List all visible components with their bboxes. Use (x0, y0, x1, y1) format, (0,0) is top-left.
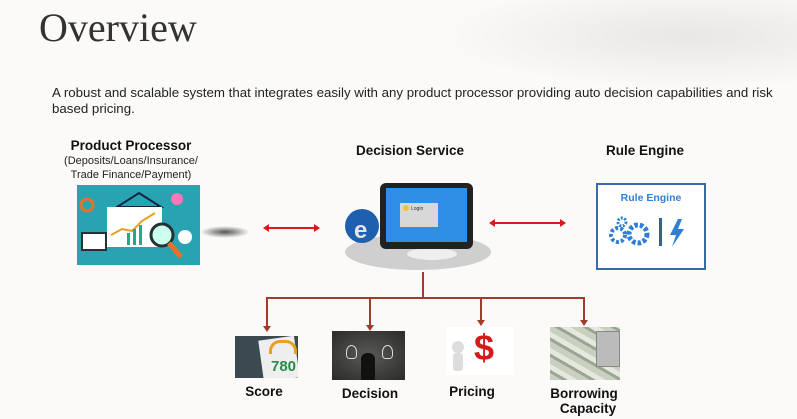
arrowhead-icon (477, 320, 485, 326)
output-label-decision: Decision (341, 386, 399, 401)
lightbulb-icon (346, 345, 357, 359)
arrowhead-icon (560, 219, 566, 227)
rule-engine-box: Rule Engine (596, 183, 706, 270)
person-figure-icon (452, 341, 464, 353)
output-label-score: Score (245, 384, 283, 399)
tree-connector (266, 297, 585, 299)
arrowhead-icon (263, 224, 269, 232)
product-processor-label: Product Processor (70, 138, 192, 153)
rule-engine-box-title: Rule Engine (620, 192, 682, 204)
arrowhead-icon (314, 224, 320, 232)
decision-service-image: Login e (340, 180, 495, 272)
tree-connector (583, 297, 585, 321)
calculator-icon (596, 331, 620, 367)
subtitle: A robust and scalable system that integr… (52, 85, 773, 116)
arrowhead-icon (489, 219, 495, 227)
login-text: Login (411, 206, 423, 212)
tree-connector (422, 272, 424, 298)
product-processor-line2: Trade Finance/Payment) (70, 169, 192, 181)
arrowhead-icon (263, 326, 271, 332)
pricing-image: $ (446, 327, 514, 375)
product-processor-line1: (Deposits/Loans/Insurance/ (64, 155, 198, 167)
score-value: 780 (271, 358, 297, 375)
arrowhead-icon (580, 320, 588, 326)
rule-engine-label: Rule Engine (605, 143, 685, 158)
bidirectional-arrow-left (265, 227, 317, 229)
decision-service-label: Decision Service (355, 143, 465, 158)
page-title: Overview (39, 5, 197, 50)
lightbulb-check-icon (382, 345, 393, 359)
shadow (200, 226, 250, 238)
analytics-illustration-icon (79, 191, 192, 259)
bidirectional-arrow-right (491, 222, 562, 224)
score-image: 780 (235, 336, 298, 378)
output-label-capacity: Capacity (559, 401, 617, 416)
output-label-borrowing: Borrowing (550, 386, 618, 401)
person-icon (361, 353, 375, 380)
svg-text:e: e (354, 217, 367, 244)
gears-lightning-icon (609, 216, 684, 247)
computer-monitor-icon: Login e (345, 183, 491, 270)
borrowing-capacity-image (550, 327, 620, 380)
arrowhead-icon (366, 325, 374, 331)
tree-connector (369, 297, 371, 326)
output-label-pricing: Pricing (449, 384, 495, 399)
tree-connector (480, 297, 482, 321)
background-texture (437, 0, 797, 90)
tree-connector (266, 297, 268, 327)
product-processor-image (77, 185, 200, 265)
decision-image (332, 331, 405, 380)
dollar-icon: $ (474, 327, 495, 368)
